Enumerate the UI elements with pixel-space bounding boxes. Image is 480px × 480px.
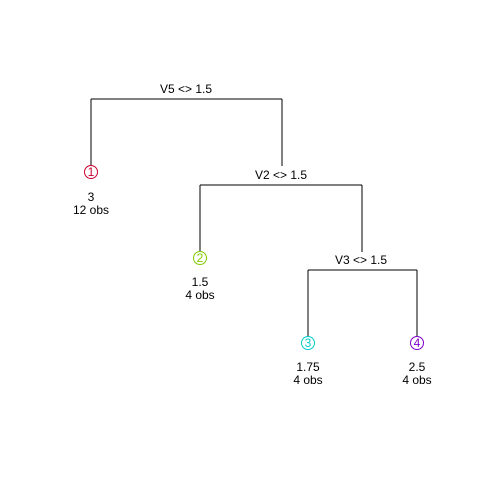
split-node-v2: V2 <> 1.5 — [199, 168, 363, 252]
leaf-circle-2 — [193, 251, 207, 265]
leaf-id-4: 4 — [414, 336, 421, 350]
leaf-value-1: 3 — [88, 190, 95, 204]
split-label-v5: V5 <> 1.5 — [160, 82, 212, 96]
leaf-node-2: 2 1.5 4 obs — [185, 251, 215, 302]
leaf-circle-3 — [301, 336, 315, 350]
leaf-obs-3: 4 obs — [293, 373, 322, 387]
leaf-node-3: 3 1.75 4 obs — [293, 336, 323, 387]
leaf-circle-4 — [410, 336, 424, 350]
leaf-id-1: 1 — [88, 165, 95, 179]
leaf-value-2: 1.5 — [192, 275, 209, 289]
leaf-node-4: 4 2.5 4 obs — [402, 336, 432, 387]
leaf-node-1: 1 3 12 obs — [73, 165, 109, 217]
leaf-obs-4: 4 obs — [402, 373, 431, 387]
leaf-id-3: 3 — [305, 336, 312, 350]
leaf-circle-1 — [84, 165, 98, 179]
leaf-value-4: 2.5 — [409, 360, 426, 374]
leaf-value-3: 1.75 — [296, 360, 320, 374]
split-label-v3: V3 <> 1.5 — [335, 253, 387, 267]
split-node-v5: V5 <> 1.5 — [90, 82, 283, 166]
leaf-obs-2: 4 obs — [185, 288, 214, 302]
split-node-v3: V3 <> 1.5 — [307, 253, 418, 337]
leaf-obs-1: 12 obs — [73, 203, 109, 217]
split-label-v2: V2 <> 1.5 — [255, 168, 307, 182]
leaf-id-2: 2 — [197, 251, 204, 265]
